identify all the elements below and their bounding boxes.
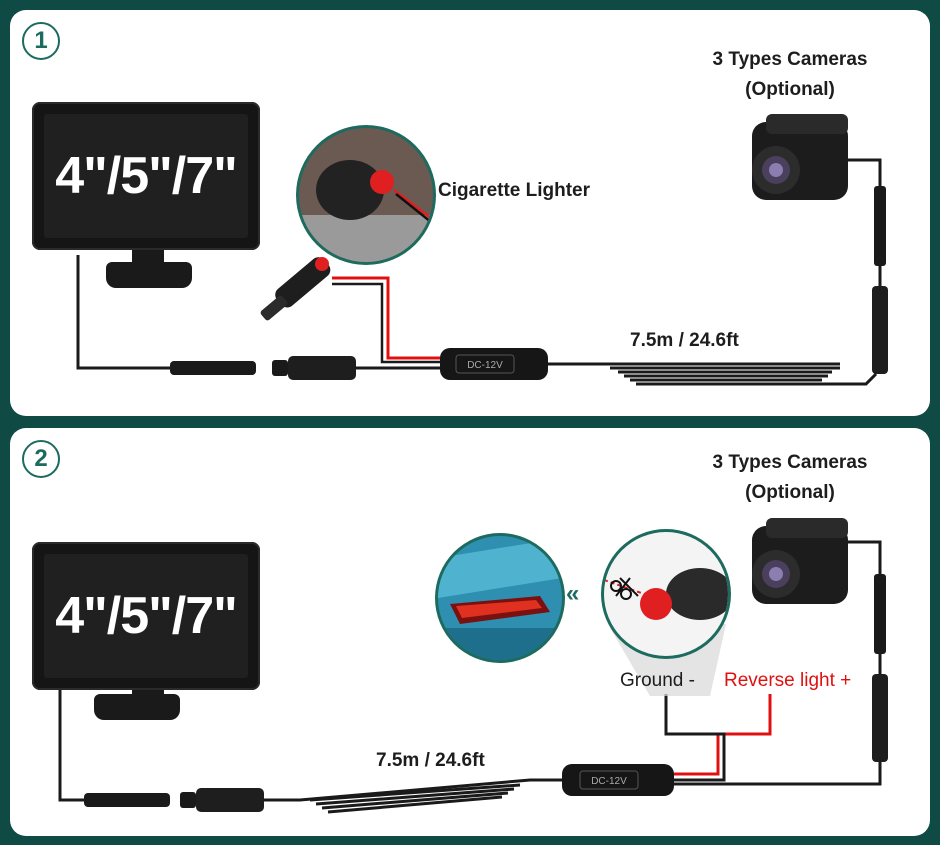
monitor-cable-2 xyxy=(58,690,84,802)
monitor-sizes-2: 4"/5"/7" xyxy=(44,554,248,678)
camera-cable xyxy=(842,158,882,186)
monitor-sizes-1: 4"/5"/7" xyxy=(44,114,248,238)
scissors-icon xyxy=(610,577,639,600)
black-ground-wire xyxy=(332,282,440,364)
coiled-cable-2 xyxy=(264,778,562,814)
camera-title-2-line1: 3 Types Cameras xyxy=(712,452,868,473)
cable-length-label-1: 7.5m / 24.6ft xyxy=(630,330,739,351)
monitor-stand-1 xyxy=(106,262,192,288)
coiled-cable xyxy=(548,362,878,386)
monitor-connector xyxy=(170,361,256,375)
rear-camera-1 xyxy=(752,114,848,200)
red-power-wire xyxy=(332,276,440,360)
dc12v-box xyxy=(440,348,548,380)
camera-connector-female xyxy=(872,286,888,374)
cigarette-lighter-label: Cigarette Lighter xyxy=(438,180,591,201)
extension-plug-tip xyxy=(272,360,288,376)
cable-length-label-2: 7.5m / 24.6ft xyxy=(376,750,485,771)
extension-connector-2 xyxy=(196,788,264,812)
extension-connector xyxy=(288,356,356,380)
dc12v-label-2: DC-12V xyxy=(591,776,627,787)
dc12v-box-2 xyxy=(562,764,674,796)
camera-connector-male xyxy=(874,186,886,266)
ground-wire xyxy=(664,694,726,782)
step-badge-2: 2 xyxy=(22,440,60,478)
diagram-panel-2: 2 DC-12V xyxy=(10,428,930,836)
monitor-stand-2 xyxy=(94,694,180,720)
camera-connector-female-2 xyxy=(872,674,888,762)
camera-title-2-line2: (Optional) xyxy=(745,482,835,503)
step-badge-1: 1 xyxy=(22,22,60,60)
reverse-wire-cut-photo xyxy=(601,529,731,659)
wiring-diagram-1: DC-12V xyxy=(76,114,888,386)
camera-title-2: 3 Types Cameras (Optional) xyxy=(690,448,890,508)
dc12v-label: DC-12V xyxy=(467,360,503,371)
ground-label: Ground - xyxy=(620,670,695,691)
rear-camera-2 xyxy=(752,518,848,604)
camera-title-line1: 3 Types Cameras xyxy=(712,49,868,70)
lighter-socket-photo xyxy=(296,125,436,265)
monitor-display-2: 4"/5"/7" xyxy=(32,542,260,690)
monitor-display-1: 4"/5"/7" xyxy=(32,102,260,250)
reverse-light-label: Reverse light + xyxy=(724,670,852,691)
tail-light-photo xyxy=(435,533,565,663)
camera-title-1: 3 Types Cameras (Optional) xyxy=(690,45,890,105)
diagram-panel-1: 1 DC-12V xyxy=(10,10,930,416)
camera-cable-2 xyxy=(674,758,882,786)
monitor-cable xyxy=(76,255,170,370)
double-chevron-left-icon: « xyxy=(566,580,580,607)
camera-connector-male-2 xyxy=(874,574,886,654)
camera-title-line2: (Optional) xyxy=(745,79,835,100)
cigarette-lighter-plug xyxy=(260,257,331,321)
wiring-diagram-2: DC-12V xyxy=(58,518,888,814)
